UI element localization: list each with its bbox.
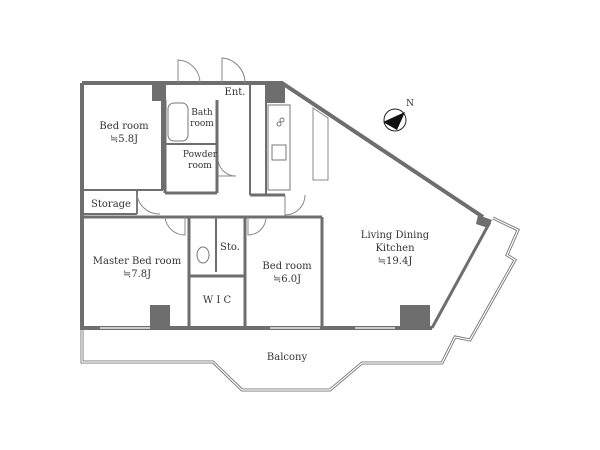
bedroom2-label: Bed room≒6.0J xyxy=(262,261,312,285)
bedroom1-label: Bed room≒5.8J xyxy=(99,121,149,145)
compass-north-label: N xyxy=(406,99,414,109)
toilet xyxy=(196,246,210,264)
entrance-label: Ent. xyxy=(224,87,246,98)
kitchen-island xyxy=(312,107,329,181)
kitchen-counter xyxy=(267,104,291,191)
balcony-label: Balcony xyxy=(266,352,308,363)
sto-label: Sto. xyxy=(220,242,240,253)
columns xyxy=(150,83,492,328)
doors xyxy=(136,57,306,236)
balcony-outline xyxy=(80,216,520,392)
storage-label: Storage xyxy=(91,199,131,210)
master-bedroom-label: Master Bed room≒7.8J xyxy=(92,256,182,280)
wic-label: W I C xyxy=(202,295,232,306)
bathtub xyxy=(167,102,189,142)
compass-icon xyxy=(383,108,407,132)
